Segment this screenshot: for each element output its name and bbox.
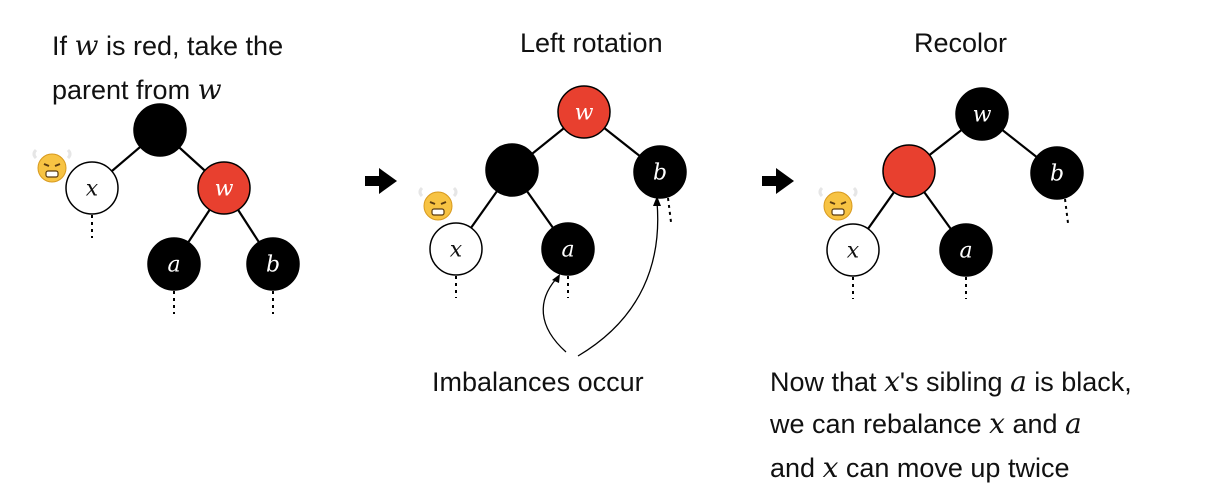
tree-node [882,144,936,198]
frustrated-face-icon [32,148,72,183]
panel3-nodes: w b x a [826,87,1084,277]
tree-node: x [826,223,880,277]
svg-text:x: x [847,239,860,264]
caption-left-rotation: Left rotation [520,28,663,58]
frustrated-face-icon [818,186,858,221]
svg-text:w: w [973,103,992,128]
right-arrow-icon [365,168,397,194]
caption-imbalances: Imbalances occur [432,367,644,397]
note-line1: Now that x's sibling a is black, [770,365,1132,398]
frustrated-face-icon [418,186,458,221]
svg-text:w: w [215,177,234,202]
tree-node [485,143,539,197]
tree-node: b [1030,146,1084,200]
svg-text:b: b [1050,162,1064,187]
svg-text:b: b [653,161,667,186]
panel1-nodes: x w a b [65,103,300,291]
tree-node: w [955,87,1009,141]
svg-text:b: b [266,253,280,278]
svg-text:a: a [561,238,574,263]
tree-node: x [65,161,119,215]
caption-recolor: Recolor [914,28,1007,58]
tree-node [133,103,187,157]
caption-panel1-line2: parent from w [52,73,222,106]
svg-text:w: w [575,101,594,126]
tree-node: a [541,222,595,276]
svg-text:x: x [86,177,99,202]
svg-text:x: x [450,238,463,263]
note-line3: and x can move up twice [770,451,1069,484]
right-arrow-icon [762,168,794,194]
subtree-dots [1064,198,1069,224]
tree-node: w [197,161,251,215]
caption-panel1-line1: If w is red, take the [52,29,283,62]
tree-node: b [633,145,687,199]
tree-node: x [429,222,483,276]
arrowhead-icon [552,274,560,283]
tree-node: a [939,223,993,277]
tree-node: b [246,237,300,291]
arrowhead-icon [653,196,661,206]
tree-node: w [557,85,611,139]
tree-node: a [147,237,201,291]
svg-text:a: a [167,253,180,278]
panel2-nodes: w b x a [429,85,687,276]
svg-text:a: a [959,239,972,264]
note-line2: we can rebalance x and a [769,407,1082,440]
subtree-dots [667,197,672,223]
imbalance-curve-a [542,278,567,353]
imbalance-curve-b [577,201,659,357]
